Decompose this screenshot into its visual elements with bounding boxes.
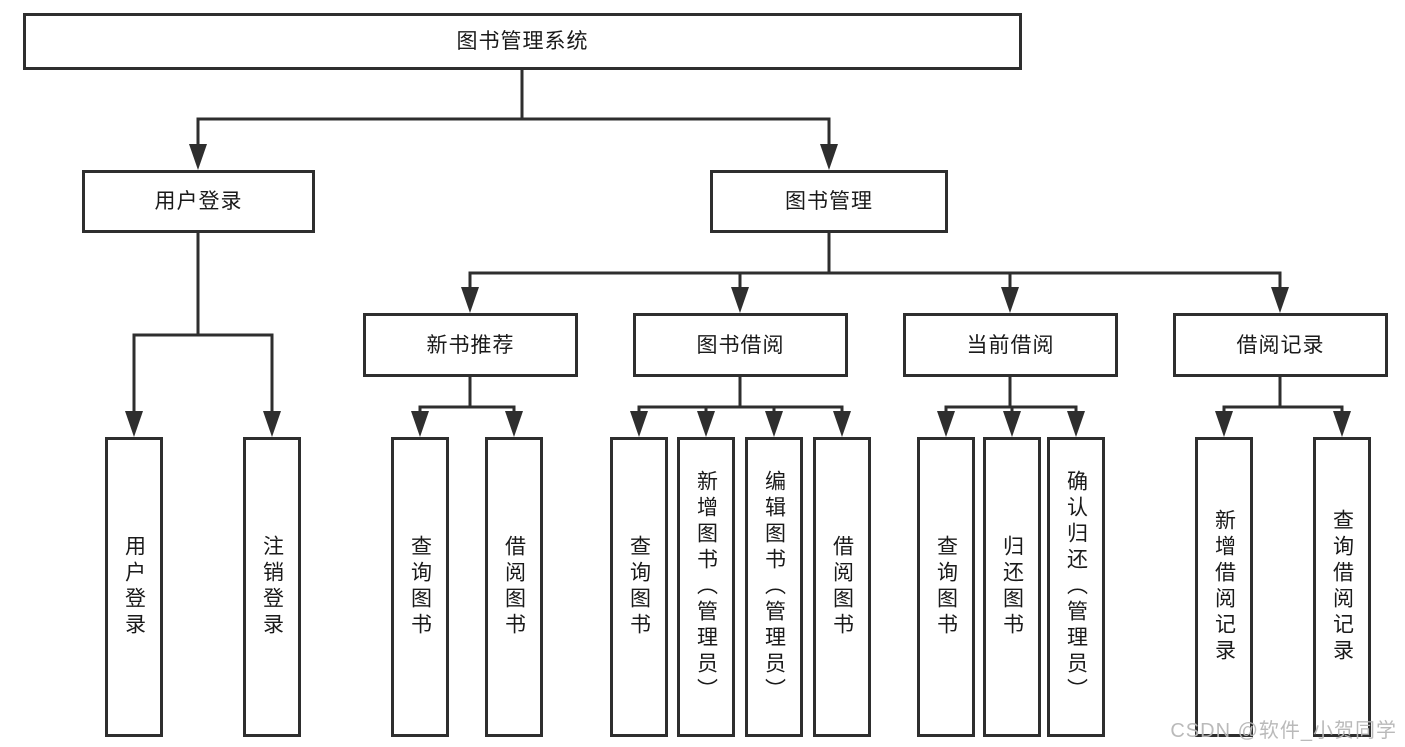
node-leaf-logout: 注销登录 [243, 437, 301, 737]
node-root: 图书管理系统 [23, 13, 1022, 70]
node-leaf-confirm-return: 确认归还（管理员） [1047, 437, 1105, 737]
node-label: 查询借阅记录 [1330, 509, 1354, 665]
node-book-borrow: 图书借阅 [633, 313, 848, 377]
node-label: 图书借阅 [696, 333, 785, 357]
connector-current-borrow-to-leaves [937, 377, 1085, 437]
node-new-book-rec: 新书推荐 [363, 313, 578, 377]
node-label: 用户登录 [154, 190, 243, 213]
node-label: 新增图书（管理员） [694, 470, 718, 704]
node-book-mgmt: 图书管理 [710, 170, 948, 233]
node-label: 新书推荐 [426, 333, 515, 357]
node-label: 借阅图书 [502, 535, 526, 639]
node-leaf-user-login: 用户登录 [105, 437, 163, 737]
node-user-login: 用户登录 [82, 170, 315, 233]
node-label: 查询图书 [627, 535, 651, 639]
node-label: 借阅图书 [830, 535, 854, 639]
node-label: 图书管理系统 [456, 30, 589, 53]
node-label: 用户登录 [122, 535, 146, 639]
node-label: 查询图书 [408, 535, 432, 639]
node-borrow-records: 借阅记录 [1173, 313, 1388, 377]
node-label: 归还图书 [1000, 535, 1024, 639]
node-label: 借阅记录 [1236, 333, 1325, 357]
connector-root-to-level2 [189, 70, 838, 170]
node-label: 查询图书 [934, 535, 958, 639]
node-leaf-borrow-books-2: 借阅图书 [813, 437, 871, 737]
connector-book-borrow-to-leaves [630, 377, 851, 437]
node-leaf-query-books-1: 查询图书 [391, 437, 449, 737]
node-leaf-add-book: 新增图书（管理员） [677, 437, 735, 737]
node-leaf-edit-book: 编辑图书（管理员） [745, 437, 803, 737]
node-leaf-query-books-2: 查询图书 [610, 437, 668, 737]
node-leaf-add-borrow-record: 新增借阅记录 [1195, 437, 1253, 737]
node-leaf-return-book: 归还图书 [983, 437, 1041, 737]
node-label: 新增借阅记录 [1212, 509, 1236, 665]
connector-new-book-rec-to-leaves [411, 377, 523, 437]
connector-book-mgmt-to-level3 [461, 233, 1289, 313]
node-leaf-query-borrow-record: 查询借阅记录 [1313, 437, 1371, 737]
node-label: 当前借阅 [966, 333, 1055, 357]
node-current-borrow: 当前借阅 [903, 313, 1118, 377]
node-label: 图书管理 [785, 190, 873, 213]
connector-user-login-to-leaves [125, 233, 281, 437]
node-label: 编辑图书（管理员） [762, 470, 786, 704]
node-leaf-borrow-books-1: 借阅图书 [485, 437, 543, 737]
node-label: 注销登录 [260, 535, 284, 639]
node-leaf-query-books-3: 查询图书 [917, 437, 975, 737]
connector-borrow-records-to-leaves [1215, 377, 1351, 437]
node-label: 确认归还（管理员） [1064, 470, 1088, 704]
watermark: CSDN @软件_小贺同学 [1170, 720, 1397, 742]
